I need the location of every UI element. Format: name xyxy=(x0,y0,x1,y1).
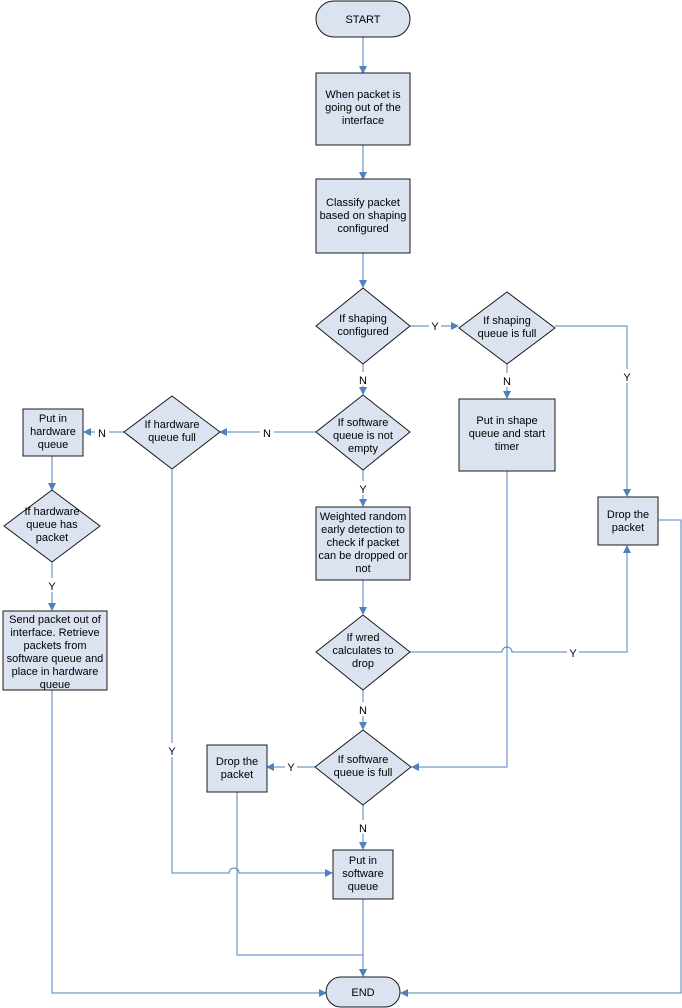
if-shaping-configured-diamond xyxy=(315,287,411,365)
label-swfull-yes: Y xyxy=(287,762,295,774)
label-shaping-no: N xyxy=(359,375,367,387)
label-hwfull-no: N xyxy=(98,428,106,440)
wred-box xyxy=(315,506,411,581)
label-swnotempty-no: N xyxy=(263,428,271,440)
edge-send-to-end xyxy=(51,690,327,997)
end-terminal xyxy=(325,976,401,1008)
if-hardware-queue-has-packet-diamond xyxy=(3,489,101,563)
classify-box xyxy=(315,178,411,254)
start-label: START xyxy=(345,14,380,26)
edge-dropright-to-end xyxy=(400,519,682,997)
send-packet-out-box xyxy=(2,610,108,691)
label-hashw-yes: Y xyxy=(48,581,56,593)
edge-hwfull-yes xyxy=(171,470,333,877)
drop-packet-left-box xyxy=(206,744,268,793)
if-hardware-queue-full-diamond xyxy=(123,395,221,470)
if-software-queue-not-empty-diamond xyxy=(315,394,411,471)
edge-ifwred-yes xyxy=(410,545,631,653)
when-packet-box xyxy=(315,72,411,146)
put-software-queue-box xyxy=(332,849,394,900)
label-swfull-no: N xyxy=(359,823,367,835)
if-software-queue-full-diamond xyxy=(314,729,412,806)
label-shapefull-yes: Y xyxy=(623,372,631,384)
edge-labels: Y N N Y N Y N Y Y Y N Y N xyxy=(46,318,633,835)
put-shape-queue-box xyxy=(458,398,556,472)
drop-packet-right-box xyxy=(597,496,659,546)
end-label: END xyxy=(351,987,374,999)
edge-shapequeue-to-swfull xyxy=(411,471,508,771)
start-terminal xyxy=(315,0,411,38)
if-shaping-queue-full-diamond xyxy=(458,291,556,365)
label-swnotempty-yes: Y xyxy=(359,484,367,496)
label-hwfull-yes: Y xyxy=(168,746,176,758)
if-wred-drop-diamond xyxy=(315,614,411,691)
label-ifwred-no: N xyxy=(359,705,367,717)
label-ifwred-yes: Y xyxy=(569,648,577,660)
edge-shapefull-yes xyxy=(555,325,631,497)
label-shaping-yes: Y xyxy=(431,321,439,333)
put-hardware-queue-box xyxy=(22,408,84,457)
label-shapefull-no: N xyxy=(503,376,511,388)
